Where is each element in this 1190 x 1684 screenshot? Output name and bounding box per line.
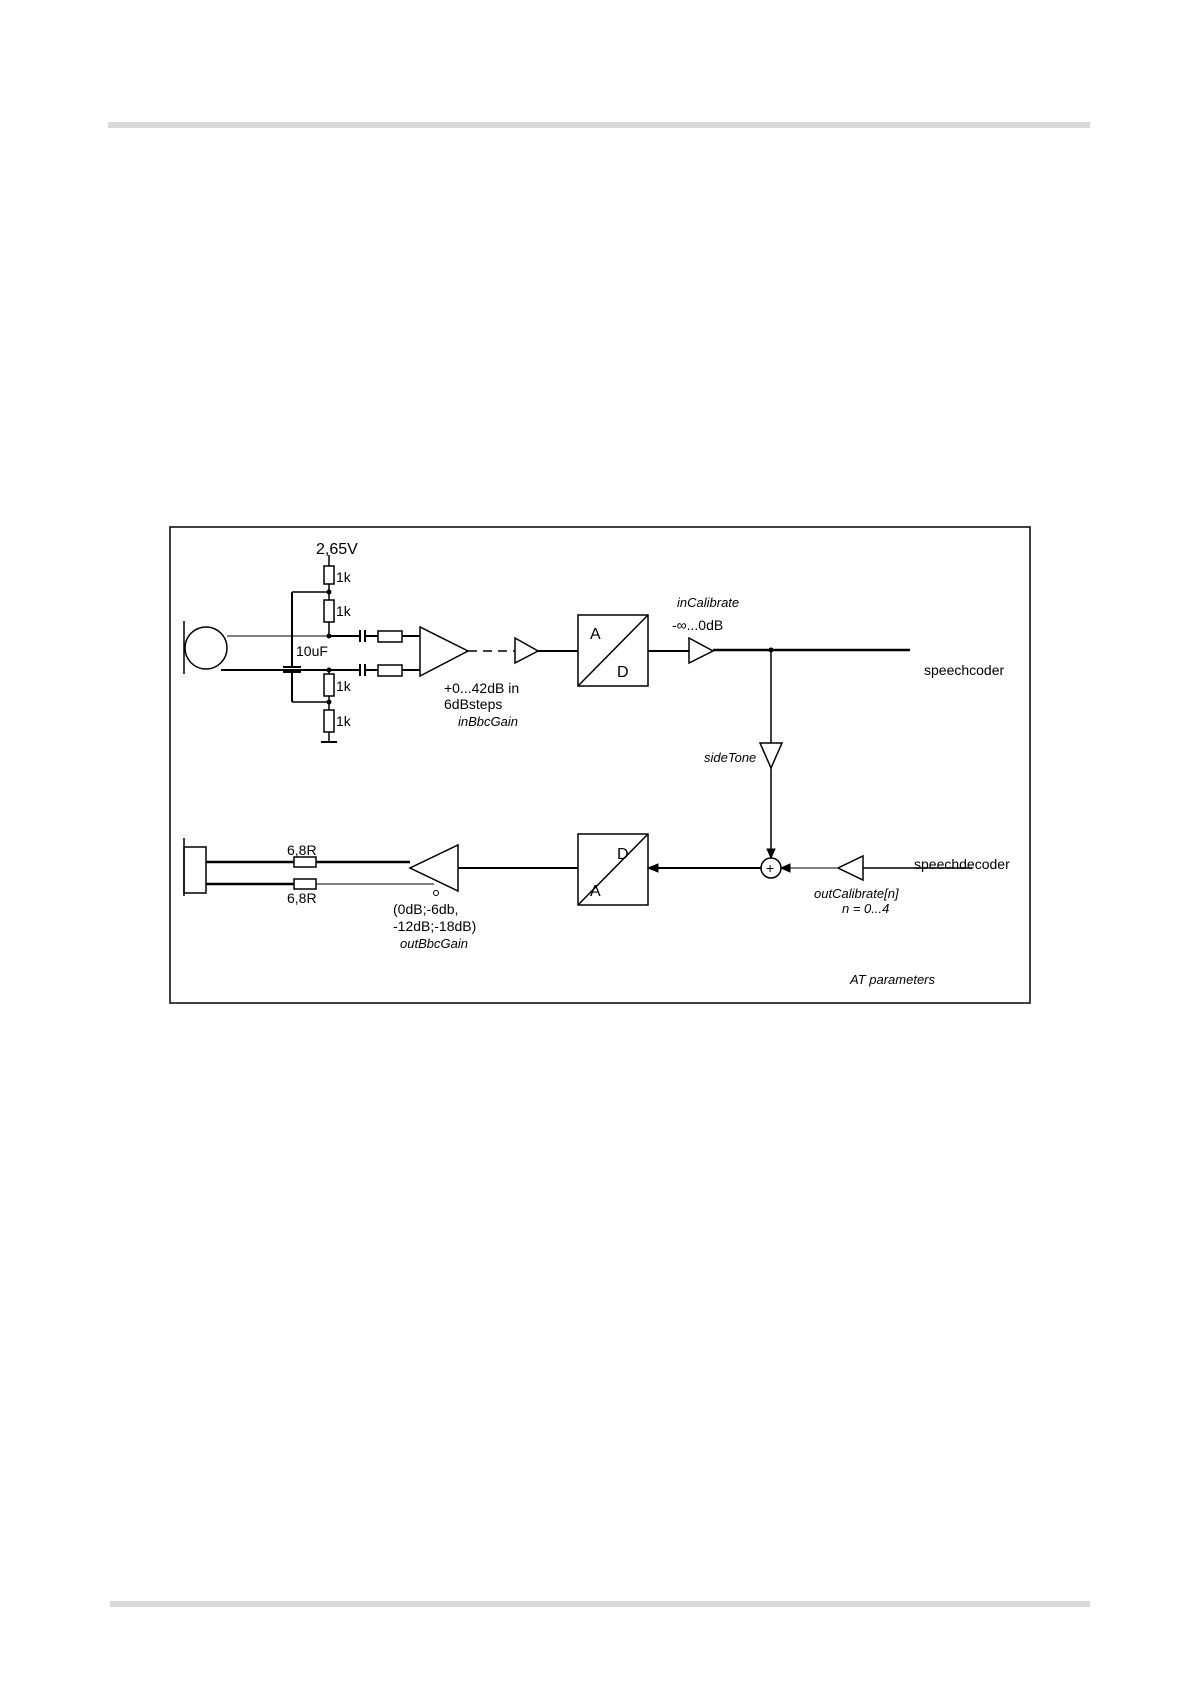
input-amplifier [420,627,515,676]
summer-to-da [648,864,761,872]
out-bbc-gain-label: outBbcGain [400,936,468,951]
speechdecoder-label: speechdecoder [914,856,1010,872]
side-tone-label: sideTone [704,750,756,765]
speaker [184,838,206,896]
coupling-components [360,630,420,676]
out-calibrate-label: outCalibrate[n] [814,886,899,901]
input-buffer [515,638,578,663]
sum-symbol: + [766,860,774,876]
da-converter [578,834,648,905]
resistor-label-top1: 1k [336,569,352,585]
ad-letter-d: D [617,664,629,681]
supply-voltage-label: 2,65V [316,541,358,558]
at-parameters-label: AT parameters [849,972,936,987]
output-resistor-label-2: 6,8R [287,890,317,906]
resistor-label-bot1: 1k [336,678,352,694]
in-calibrate-range-label: -∞...0dB [672,617,723,633]
resistor-label-top2: 1k [336,603,352,619]
mic-wires [221,636,360,670]
input-gain-label-2: 6dBsteps [444,696,502,712]
capacitor-label: 10uF [296,643,328,659]
output-wires [206,857,434,889]
output-gain-label-2: -12dB;-18dB) [393,918,476,934]
output-amplifier [410,845,458,896]
input-gain-label-1: +0...42dB in [444,680,519,696]
diagram-frame [170,527,1030,1003]
in-calibrate-amplifier [689,638,713,663]
in-bbc-gain-label: inBbcGain [458,714,518,729]
microphone [184,621,227,674]
da-letter-d: D [617,846,629,863]
ad-converter [578,615,648,686]
da-letter-a: A [590,883,601,900]
speechcoder-label: speechcoder [924,662,1005,678]
resistor-label-bot2: 1k [336,713,352,729]
output-resistor-label-1: 6,8R [287,842,317,858]
in-calibrate-label: inCalibrate [677,595,739,610]
out-calibrate-range-label: n = 0...4 [842,901,889,916]
output-gain-label-1: (0dB;-6db, [393,901,458,917]
ad-letter-a: A [590,626,601,643]
side-tone-path [760,650,782,858]
